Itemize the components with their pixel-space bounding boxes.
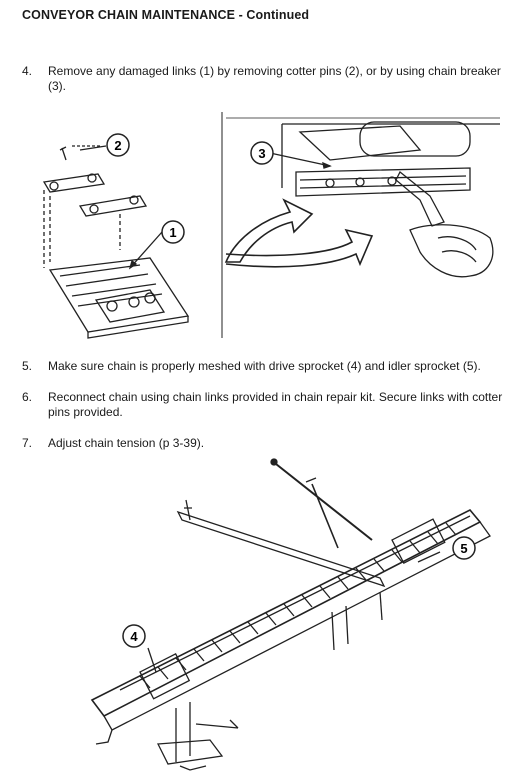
step-text: Remove any damaged links (1) by removing… <box>48 64 501 93</box>
step-5: 5. Make sure chain is properly meshed wit… <box>22 359 512 374</box>
step-number: 7. <box>22 436 33 450</box>
step-number: 5. <box>22 359 33 373</box>
step-number: 4. <box>22 64 33 78</box>
step-text: Make sure chain is properly meshed with … <box>48 359 481 373</box>
step-text: Reconnect chain using chain links provid… <box>48 390 503 419</box>
step-number: 6. <box>22 390 33 404</box>
step-7: 7. Adjust chain tension (p 3-39). <box>22 436 512 451</box>
svg-text:3: 3 <box>258 146 265 161</box>
callout-3: 3 <box>250 141 274 165</box>
step-6: 6. Reconnect chain using chain links prov… <box>22 390 512 420</box>
callout-1: 1 <box>161 220 185 244</box>
svg-text:2: 2 <box>114 138 121 153</box>
page-title: CONVEYOR CHAIN MAINTENANCE - Continued <box>22 8 310 22</box>
step-text: Adjust chain tension (p 3-39). <box>48 436 205 450</box>
svg-text:1: 1 <box>169 225 176 240</box>
step-4: 4. Remove any damaged links (1) by removi… <box>22 64 512 94</box>
callout-2: 2 <box>106 133 130 157</box>
